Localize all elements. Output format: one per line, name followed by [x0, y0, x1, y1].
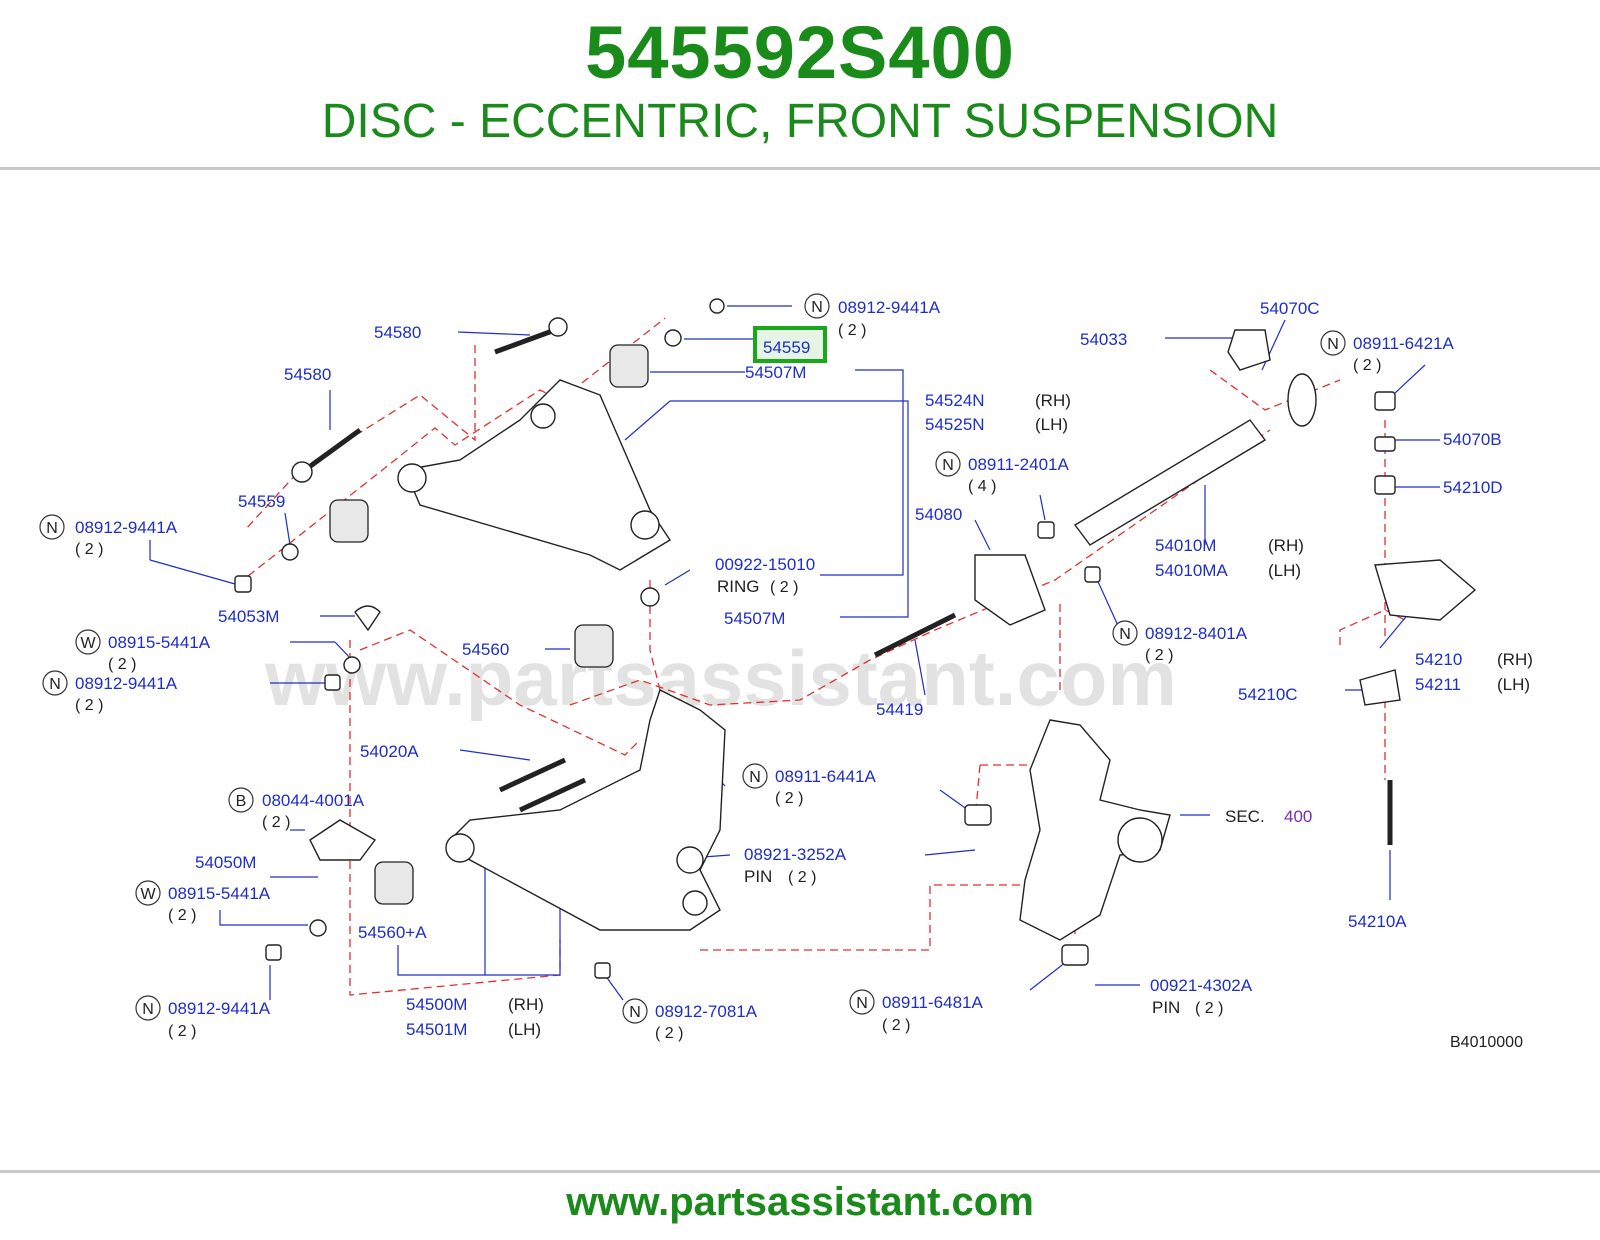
part-link-00922-15010[interactable]: 00922-15010 — [715, 555, 815, 574]
part-number-title: 545592S400 — [585, 11, 1015, 94]
quantity-label: ( 4 ) — [968, 478, 996, 495]
part-link-54020A[interactable]: 54020A — [360, 742, 419, 761]
n-marker: N — [142, 1001, 154, 1018]
part-link-54210C[interactable]: 54210C — [1238, 685, 1298, 704]
quantity-label: ( 2 ) — [1145, 647, 1173, 664]
part-link-08911-6481A[interactable]: 08911-6481A — [882, 993, 983, 1012]
n-marker: N — [46, 520, 58, 537]
watermark-text: www.partsassistant.com — [264, 634, 1177, 722]
part-link-54559-highlighted[interactable]: 54559 — [763, 338, 810, 357]
part-link-08911-2401A[interactable]: 08911-2401A — [968, 455, 1069, 474]
part-link-54070C[interactable]: 54070C — [1260, 299, 1320, 318]
part-link-54559[interactable]: 54559 — [238, 492, 285, 511]
n-marker: N — [811, 299, 823, 316]
part-link-08915-5441A[interactable]: 08915-5441A — [168, 884, 271, 903]
side-label-lh: (LH) — [1268, 561, 1301, 580]
n-marker: N — [749, 769, 761, 786]
part-link-08912-8401A[interactable]: 08912-8401A — [1145, 624, 1248, 643]
part-link-54500M[interactable]: 54500M — [406, 995, 467, 1014]
w-marker: W — [140, 886, 156, 903]
highlighted-part-box[interactable] — [753, 326, 827, 363]
sec-label: SEC. — [1225, 807, 1265, 826]
side-label-rh: (RH) — [508, 995, 544, 1014]
part-description: DISC - ECCENTRIC, FRONT SUSPENSION — [321, 95, 1279, 148]
quantity-label: ( 2 ) — [788, 869, 816, 886]
part-link-54080[interactable]: 54080 — [915, 505, 962, 524]
quantity-label: ( 2 ) — [655, 1025, 683, 1042]
part-link-54210A[interactable]: 54210A — [1348, 912, 1407, 931]
w-marker: W — [80, 635, 96, 652]
n-marker: N — [942, 457, 954, 474]
part-labels: 54580 54580 08912-9441A ( 2 ) 54559 5450… — [75, 298, 1533, 1051]
part-link-54053M[interactable]: 54053M — [218, 607, 279, 626]
n-marker: N — [629, 1004, 641, 1021]
n-marker: N — [1327, 336, 1339, 353]
part-link-08911-6421A[interactable]: 08911-6421A — [1353, 334, 1454, 353]
part-link-54501M[interactable]: 54501M — [406, 1020, 467, 1039]
part-link-08912-9441A[interactable]: 08912-9441A — [838, 298, 941, 317]
part-link-08044-4001A[interactable]: 08044-4001A — [262, 791, 365, 810]
quantity-label: ( 2 ) — [838, 322, 866, 339]
quantity-label: ( 2 ) — [108, 656, 136, 673]
sec-link-400[interactable]: 400 — [1284, 807, 1312, 826]
n-marker: N — [1119, 626, 1131, 643]
n-marker: N — [856, 995, 868, 1012]
quantity-label: ( 2 ) — [75, 541, 103, 558]
quantity-label: ( 2 ) — [770, 579, 798, 596]
quantity-label: ( 2 ) — [168, 1023, 196, 1040]
quantity-label: ( 2 ) — [1353, 357, 1381, 374]
side-label-rh: (RH) — [1268, 536, 1304, 555]
part-link-08912-7081A[interactable]: 08912-7081A — [655, 1002, 758, 1021]
diagram-code: B4010000 — [1450, 1034, 1523, 1051]
b-marker: B — [236, 793, 247, 810]
part-link-54070B[interactable]: 54070B — [1443, 430, 1502, 449]
caption-ring: RING — [717, 577, 760, 596]
part-link-54419[interactable]: 54419 — [876, 700, 923, 719]
side-label-lh: (LH) — [1035, 415, 1068, 434]
part-link-00921-4302A[interactable]: 00921-4302A — [1150, 976, 1253, 995]
part-link-08921-3252A[interactable]: 08921-3252A — [744, 845, 847, 864]
caption-pin: PIN — [744, 867, 772, 886]
side-label-rh: (RH) — [1035, 391, 1071, 410]
part-drawings — [234, 298, 1477, 979]
quantity-label: ( 2 ) — [168, 907, 196, 924]
caption-pin: PIN — [1152, 998, 1180, 1017]
part-link-54524N[interactable]: 54524N — [925, 391, 985, 410]
part-link-54525N[interactable]: 54525N — [925, 415, 985, 434]
part-link-54211[interactable]: 54211 — [1415, 675, 1461, 694]
side-label-rh: (RH) — [1497, 650, 1533, 669]
side-label-lh: (LH) — [1497, 675, 1530, 694]
part-link-54010M[interactable]: 54010M — [1155, 536, 1216, 555]
footer-divider — [0, 1170, 1600, 1173]
quantity-label: ( 2 ) — [262, 814, 290, 831]
part-link-54507M[interactable]: 54507M — [745, 363, 806, 382]
side-label-lh: (LH) — [508, 1020, 541, 1039]
part-link-54580[interactable]: 54580 — [374, 323, 421, 342]
part-link-08911-6441A[interactable]: 08911-6441A — [775, 767, 876, 786]
quantity-label: ( 2 ) — [775, 790, 803, 807]
part-link-54560A[interactable]: 54560+A — [358, 923, 427, 942]
quantity-label: ( 2 ) — [75, 697, 103, 714]
part-link-08912-9441A[interactable]: 08912-9441A — [75, 674, 178, 693]
part-link-08912-9441A[interactable]: 08912-9441A — [168, 999, 271, 1018]
part-link-54210[interactable]: 54210 — [1415, 650, 1462, 669]
footer-url[interactable]: www.partsassistant.com — [566, 1180, 1034, 1224]
quantity-label: ( 2 ) — [882, 1017, 910, 1034]
header-divider — [0, 167, 1600, 170]
part-link-54210D[interactable]: 54210D — [1443, 478, 1503, 497]
quantity-label: ( 2 ) — [1195, 1000, 1223, 1017]
part-link-54050M[interactable]: 54050M — [195, 853, 256, 872]
part-link-54507M[interactable]: 54507M — [724, 609, 785, 628]
part-link-54033[interactable]: 54033 — [1080, 330, 1127, 349]
part-link-54580[interactable]: 54580 — [284, 365, 331, 384]
part-link-08915-5441A[interactable]: 08915-5441A — [108, 633, 211, 652]
part-link-54560[interactable]: 54560 — [462, 640, 509, 659]
n-marker: N — [49, 676, 61, 693]
part-link-08912-9441A[interactable]: 08912-9441A — [75, 518, 178, 537]
part-link-54010MA[interactable]: 54010MA — [1155, 561, 1228, 580]
marker-circles: N N N N W N N N B W N N N — [39, 293, 1346, 1024]
